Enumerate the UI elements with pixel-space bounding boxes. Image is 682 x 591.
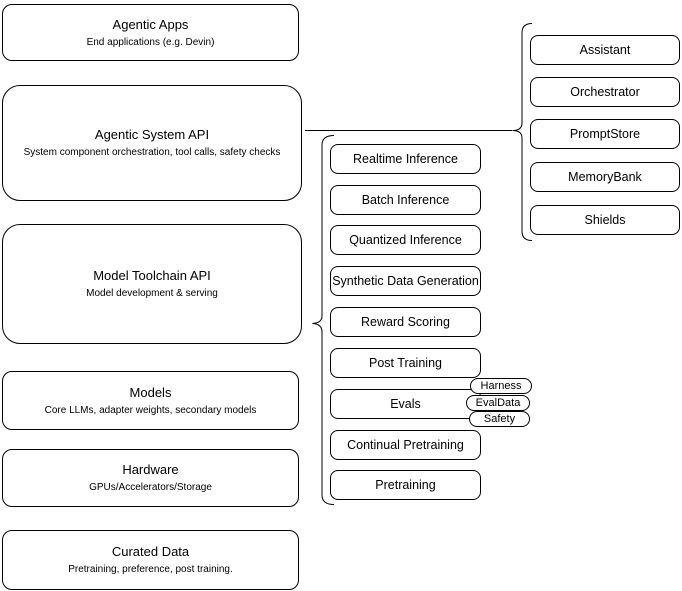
service-label: Continual Pretraining [347,438,464,452]
service-label: Post Training [369,356,442,370]
system-components-brace [512,23,533,241]
component-label: PromptStore [569,127,641,141]
service-realtime-inference: Realtime Inference [330,144,481,174]
layer-subtitle: Core LLMs, adapter weights, secondary mo… [44,404,257,416]
layer-subtitle: GPUs/Accelerators/Storage [89,482,212,493]
service-synthetic-data-generation: Synthetic Data Generation [330,266,481,296]
component-shields: Shields [530,205,680,235]
evals-tag-harness: Harness [470,378,532,394]
layer-curated-data: Curated Data Pretraining, preference, po… [2,530,299,590]
component-promptstore: PromptStore [530,119,680,149]
service-label: Evals [390,397,421,411]
component-label: MemoryBank [568,170,642,184]
layer-agentic-system-api: Agentic System API System component orch… [2,85,302,201]
service-label: Realtime Inference [353,152,458,166]
service-pretraining: Pretraining [330,470,481,500]
layer-subtitle: Model development & serving [86,288,218,299]
layer-title: Agentic System API [94,127,210,142]
layer-title: Model Toolchain API [93,268,211,283]
service-post-training: Post Training [330,348,481,378]
tag-label: EvalData [475,397,521,409]
evals-tag-evaldata: EvalData [466,395,530,411]
tag-label: Harness [480,380,522,392]
component-orchestrator: Orchestrator [530,77,680,107]
tag-label: Safety [483,413,516,425]
service-label: Quantized Inference [349,233,462,247]
component-assistant: Assistant [530,35,680,65]
component-label: Orchestrator [570,85,640,99]
service-label: Pretraining [375,478,436,492]
layer-subtitle: Pretraining, preference, post training. [68,564,233,575]
layer-title: Hardware [122,462,179,477]
service-continual-pretraining: Continual Pretraining [330,430,481,460]
layer-model-toolchain-api: Model Toolchain API Model development & … [2,224,302,344]
layer-agentic-apps: Agentic Apps End applications (e.g. Devi… [2,4,299,61]
service-label: Batch Inference [361,193,450,207]
toolchain-services-brace [312,135,335,505]
service-label: Reward Scoring [361,315,450,329]
component-memorybank: MemoryBank [530,162,680,192]
service-label: Synthetic Data Generation [332,274,479,288]
layer-title: Agentic Apps [112,16,189,32]
service-batch-inference: Batch Inference [330,185,481,215]
layer-models: Models Core LLMs, adapter weights, secon… [2,371,299,430]
layer-title: Curated Data [111,544,190,559]
component-label: Assistant [579,43,631,57]
evals-tag-safety: Safety [469,411,530,427]
layer-title: Models [129,384,172,400]
component-label: Shields [584,213,626,227]
layer-hardware: Hardware GPUs/Accelerators/Storage [2,449,299,507]
service-reward-scoring: Reward Scoring [330,307,481,337]
service-quantized-inference: Quantized Inference [330,225,481,255]
service-evals: Evals [330,389,481,419]
layer-subtitle: System component orchestration, tool cal… [23,147,281,158]
layer-subtitle: End applications (e.g. Devin) [86,36,215,48]
